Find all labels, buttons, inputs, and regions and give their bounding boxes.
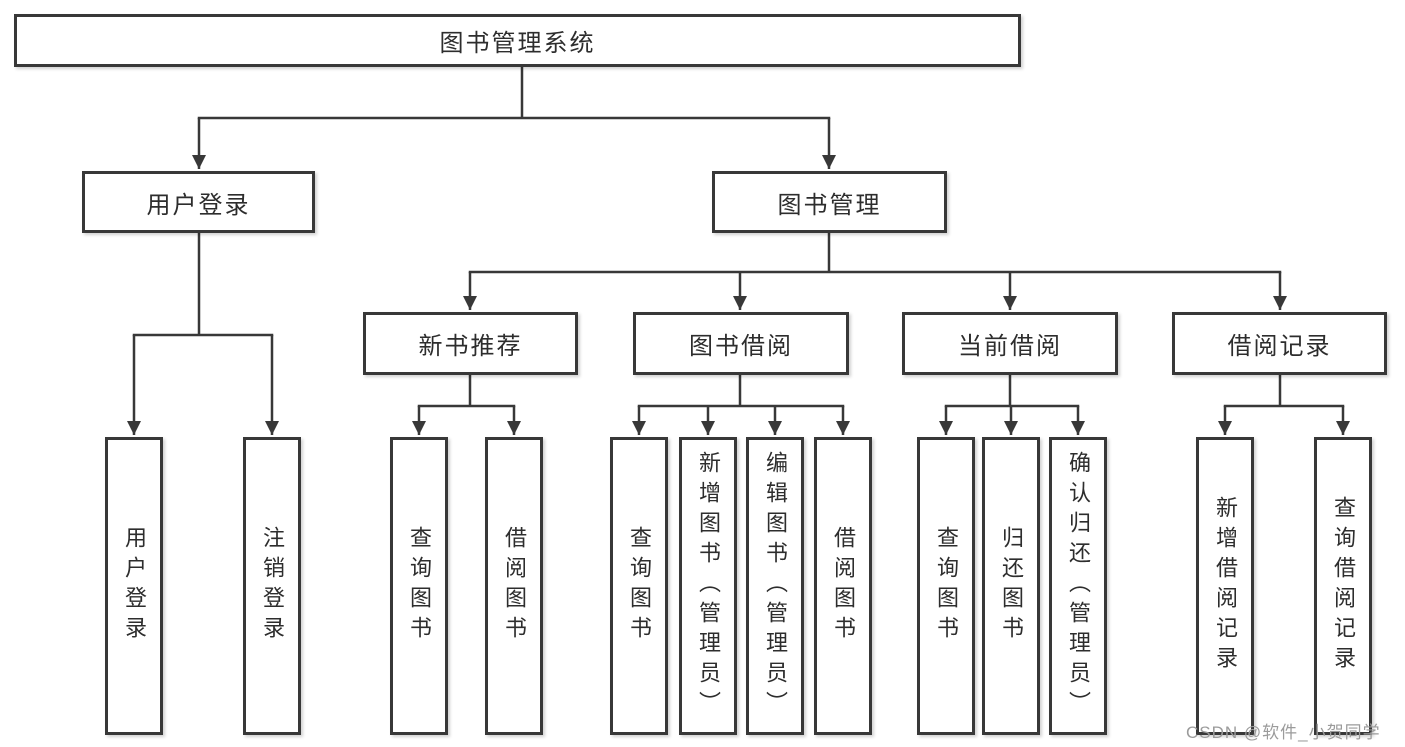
leaf-query-borrow-record: 查询借阅记录 [1314, 437, 1372, 735]
leaf-query-books-recommend: 查询图书 [390, 437, 448, 735]
leaf-edit-book-admin: 编辑图书（管理员） [746, 437, 804, 735]
watermark-text: CSDN @软件_小贺同学 [1186, 723, 1381, 742]
leaf-borrow-books-borrowing: 借阅图书 [814, 437, 872, 735]
leaf-query-books-current: 查询图书 [917, 437, 975, 735]
node-new-book-recommendation: 新书推荐 [363, 312, 578, 375]
leaf-confirm-return-admin: 确认归还（管理员） [1049, 437, 1107, 735]
node-user-login: 用户登录 [82, 171, 315, 233]
leaf-add-book-admin: 新增图书（管理员） [679, 437, 737, 735]
node-library-management-system: 图书管理系统 [14, 14, 1021, 67]
node-book-borrowing: 图书借阅 [633, 312, 849, 375]
node-current-borrowing: 当前借阅 [902, 312, 1118, 375]
leaf-user-login: 用户登录 [105, 437, 163, 735]
leaf-borrow-books-recommend: 借阅图书 [485, 437, 543, 735]
leaf-add-borrow-record: 新增借阅记录 [1196, 437, 1254, 735]
node-borrowing-records: 借阅记录 [1172, 312, 1387, 375]
leaf-query-books-borrowing: 查询图书 [610, 437, 668, 735]
node-book-management: 图书管理 [712, 171, 947, 233]
leaf-logout: 注销登录 [243, 437, 301, 735]
leaf-return-books: 归还图书 [982, 437, 1040, 735]
